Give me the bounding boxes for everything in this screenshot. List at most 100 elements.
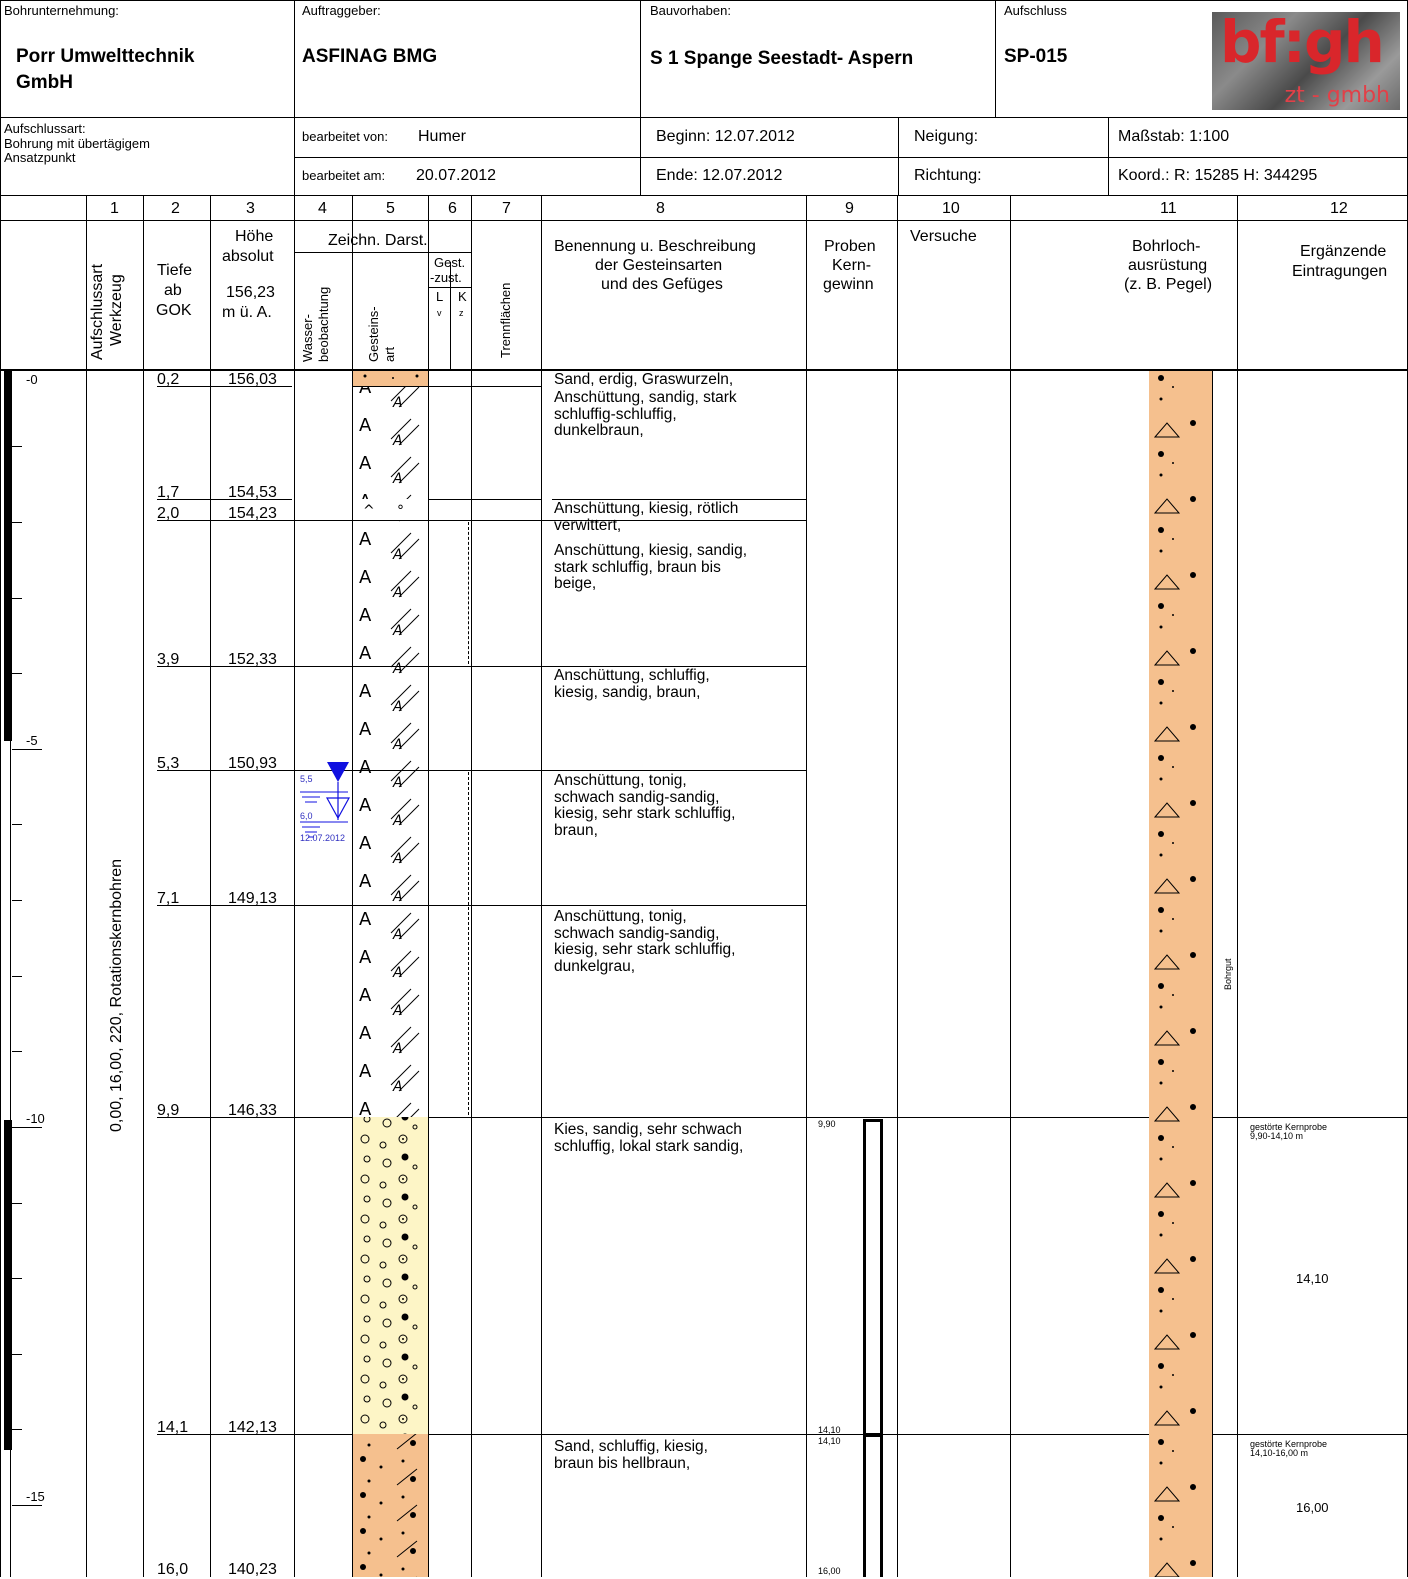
elevation-value: 142,13 [228,1419,277,1436]
col-num-5: 5 [386,200,395,217]
col8-title-1: Benennung u. Beschreibung [554,238,756,255]
col-num-9: 9 [845,200,854,217]
elevation-value: 146,33 [228,1102,277,1119]
col3-title-3: 156,23 [226,284,275,301]
layer-description: Anschüttung, kiesig, rötlich verwittert, [554,500,739,534]
depth-label-15: -15 [26,1489,45,1504]
company-name-2: GmbH [16,72,73,93]
col8-title-3: und des Gefüges [601,276,723,293]
client-name: ASFINAG BMG [302,46,438,67]
remark-depth: 16,00 [1296,1500,1329,1515]
logo-subtext: zt - gmbh [1284,83,1390,108]
depth-label-5: -5 [26,733,38,748]
water-level-1: 5,5 [300,774,313,784]
remark-depth: 14,10 [1296,1271,1329,1286]
depth-label-0: -0 [26,372,38,387]
col-num-12: 12 [1330,200,1348,217]
col2-title-3: GOK [156,302,192,319]
direction: Richtung: [914,167,982,184]
company-logo: bf:gh zt - gmbh [1212,8,1400,110]
depth-value: 7,1 [157,890,180,907]
borehole-label: Aufschluss [1004,3,1067,18]
col6-title-1: Gest. [434,255,466,270]
borehole-id: SP-015 [1004,46,1068,67]
sample-bottom: 14,10 [818,1425,841,1435]
col-num-11: 11 [1160,200,1177,217]
company-name: Porr Umwelttechnik [16,46,195,67]
col3-title-4: m ü. A. [222,304,272,321]
col6-v: v [437,308,442,318]
col3-title-2: absolut [222,248,274,265]
col-num-10: 10 [942,200,960,217]
col-num-8: 8 [656,200,665,217]
layer-description: Sand, schluffig, kiesig, braun bis hellb… [554,1438,708,1472]
depth-value: 9,9 [157,1102,180,1119]
drawing-title: Zeichn. Darst. [328,232,428,249]
col4-title-1: Wasser- [300,314,315,362]
layer-description: Anschüttung, sandig, stark schluffig-sch… [554,389,737,439]
layer-description: Anschüttung, schluffig, kiesig, sandig, … [554,667,710,701]
edited-on-label: bearbeitet am: [302,168,386,183]
drilling-method: 0,00, 16,00, 220, Rotationskernbohren [108,858,125,1132]
end-date: Ende: 12.07.2012 [656,167,783,184]
svg-text:^: ^ [363,503,375,519]
borehole-backfill [1149,371,1213,1577]
col-num-1: 1 [110,200,119,217]
col7-title: Trennflächen [498,282,513,358]
col-num-3: 3 [246,200,255,217]
col12-title-1: Ergänzende [1300,243,1387,260]
sample-bottom: 16,00 [818,1566,841,1576]
method-value-2: Ansatzpunkt [4,150,76,165]
layer-description: Anschüttung, kiesig, sandig, stark schlu… [554,542,748,592]
sample-top: 14,10 [818,1436,841,1446]
svg-text:°: ° [397,503,404,519]
col2-title-2: ab [164,282,182,299]
col10-title: Versuche [910,228,977,245]
remark-label: gestörte Kernprobe [1250,1439,1328,1449]
inclination: Neigung: [914,128,979,145]
elevation-value: 149,13 [228,890,277,907]
col9-title-1: Proben [824,238,876,255]
client-label: Auftraggeber: [302,3,381,18]
col4-title-2: beobachtung [316,286,331,362]
depth-value: 0,2 [157,371,180,388]
sample-top: 9,90 [818,1119,836,1129]
col6-title-2: -zust. [430,270,462,285]
method-label: Aufschlussart: [4,121,86,136]
col12-title-2: Eintragungen [1292,263,1388,280]
core-sample-1 [863,1119,883,1436]
company-label: Bohrunternehmung: [4,3,119,18]
col9-title-2: Kern- [832,257,872,274]
col3-title-1: Höhe [235,228,274,245]
project-name: S 1 Spange Seestadt- Aspern [650,48,914,69]
remark-range: 14,10-16,00 m [1250,1448,1309,1458]
project-label: Bauvorhaben: [650,3,731,18]
col2-title-1: Tiefe [157,262,192,279]
elevation-value: 150,93 [228,755,277,772]
scale: Maßstab: 1:100 [1118,128,1230,145]
water-level-date: 12.07.2012 [300,833,346,843]
depth-value: 16,0 [157,1561,189,1578]
col-num-6: 6 [448,200,457,217]
col11-title-1: Bohrloch- [1132,238,1201,255]
col1-subtitle: Werkzeug [108,274,125,346]
elevation-value: 154,23 [228,505,277,522]
depth-value: 2,0 [157,505,180,522]
col6-z: z [459,308,464,318]
depth-value: 14,1 [157,1419,189,1436]
coordinates: Koord.: R: 15285 H: 344295 [1118,167,1318,184]
water-level-symbol [300,762,351,838]
core-sample-2 [863,1434,883,1577]
depth-value: 1,7 [157,484,180,501]
remark-range: 9,90-14,10 m [1250,1131,1304,1141]
water-level-2: 6,0 [300,811,313,821]
depth-label-10: -10 [26,1111,45,1126]
edited-by-label: bearbeitet von: [302,129,389,144]
col-num-4: 4 [318,200,327,217]
elevation-value: 140,23 [228,1561,277,1578]
depth-value: 5,3 [157,755,180,772]
col8-title-2: der Gesteinsarten [595,257,723,274]
layer-description: Anschüttung, tonig, schwach sandig-sandi… [554,908,736,975]
edited-on-value: 20.07.2012 [416,167,497,184]
